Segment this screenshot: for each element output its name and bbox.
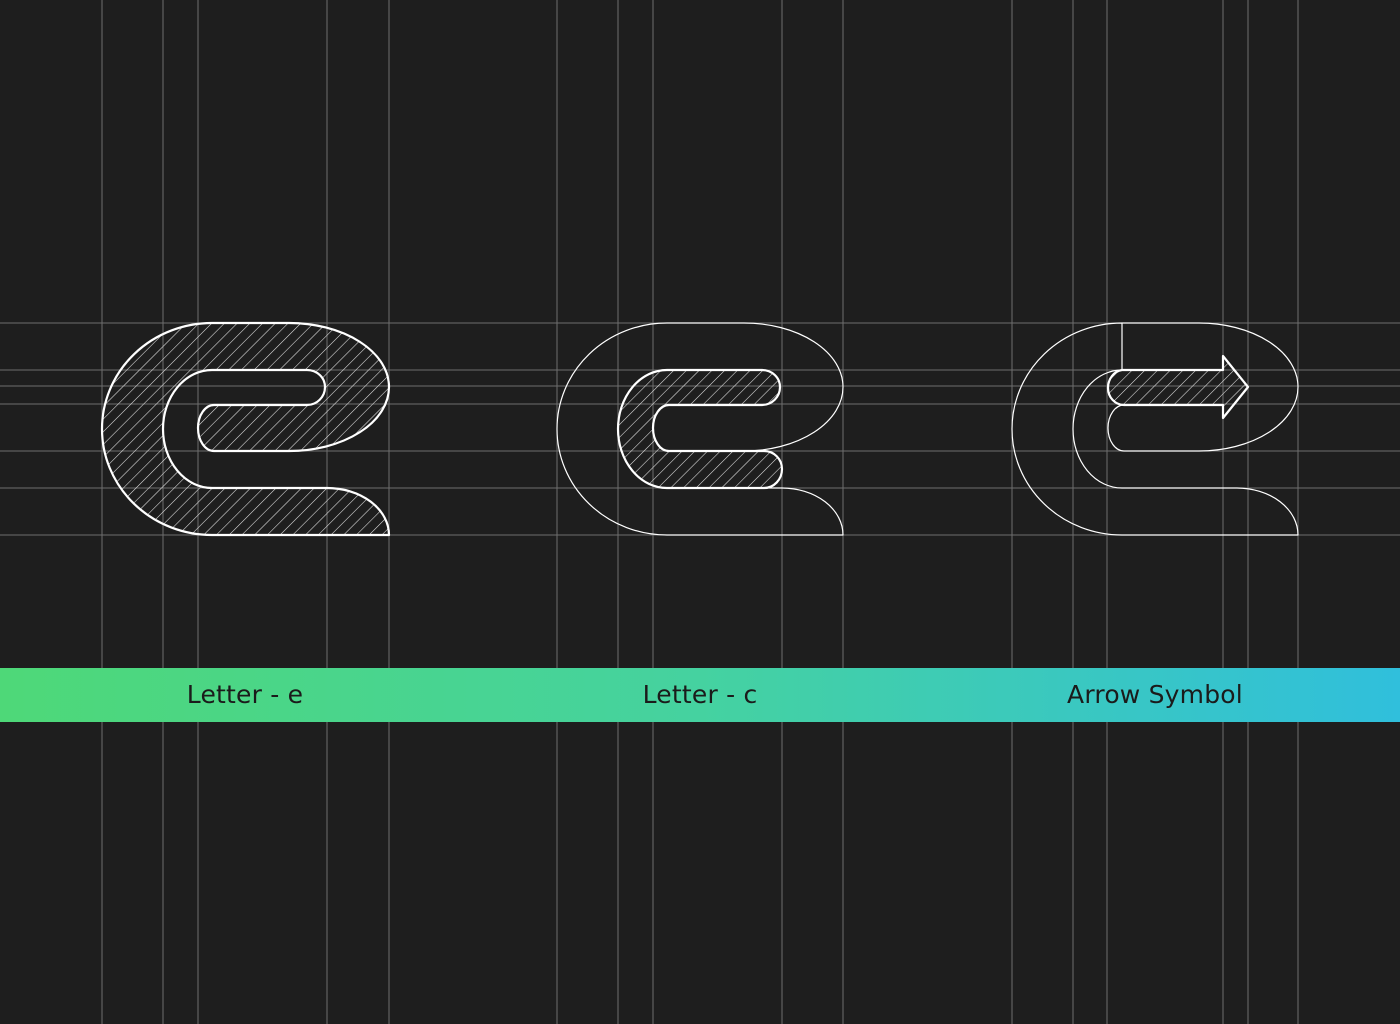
letter-c-hatched xyxy=(616,368,784,490)
letter-e-shape xyxy=(100,321,391,537)
label-band: Letter - e Letter - c Arrow Symbol xyxy=(0,668,1400,722)
label-arrow-symbol: Arrow Symbol xyxy=(1067,680,1243,709)
arrow-symbol-icon xyxy=(1011,322,1299,536)
letter-c-icon xyxy=(556,322,844,536)
label-letter-e: Letter - e xyxy=(186,680,304,709)
label-letter-c: Letter - c xyxy=(642,680,758,709)
vertical-grid-lines xyxy=(101,0,1299,1024)
arrow-symbol-outline xyxy=(1011,322,1299,536)
letter-c-outline xyxy=(556,322,844,536)
arrow-symbol-hatched xyxy=(1106,354,1250,420)
letter-e-icon xyxy=(100,321,391,537)
